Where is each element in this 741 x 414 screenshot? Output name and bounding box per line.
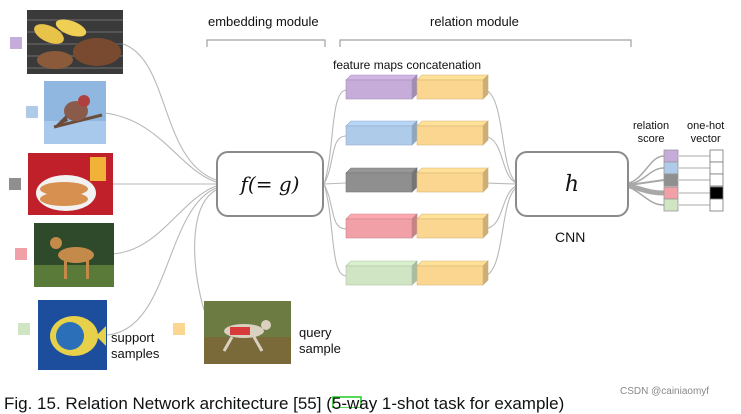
- relation-bracket: [339, 39, 632, 47]
- feature-map-support-food-grill: [345, 74, 418, 100]
- embedding-bracket: [206, 39, 326, 47]
- watermark: CSDN @cainiaomyf: [620, 386, 710, 397]
- feature-map-query-food-grill: [416, 74, 489, 100]
- relation-module-label: relation module: [430, 14, 519, 29]
- relation-score-label: relation score: [633, 120, 670, 145]
- feature-map-support-bird: [345, 120, 418, 146]
- support-image-hotdog: [28, 153, 113, 215]
- support-image-bird: [44, 81, 106, 144]
- support-color-blue: [26, 106, 38, 118]
- one-hot-cell: [709, 161, 724, 175]
- feature-map-support-hotdog: [345, 167, 418, 193]
- feature-map-support-dog: [345, 213, 418, 239]
- support-color-purple: [10, 37, 22, 49]
- support-color-pink: [15, 248, 27, 260]
- one-hot-vector-column: [709, 149, 724, 212]
- support-color-gray: [9, 178, 21, 190]
- feature-map-query-fish: [416, 260, 489, 286]
- embedding-module-label: embedding module: [208, 14, 319, 29]
- support-image-food: [27, 10, 123, 74]
- feature-map-support-fish: [345, 260, 418, 286]
- one-hot-cell: [709, 149, 724, 163]
- support-image-fish: [38, 300, 107, 370]
- relation-cnn-box: h: [515, 151, 629, 217]
- feature-map-query-hotdog: [416, 167, 489, 193]
- figure-caption: Fig. 15. Relation Network architecture […: [4, 394, 565, 413]
- feature-maps-label: feature maps concatenation: [333, 58, 482, 72]
- cnn-label: CNN: [555, 229, 586, 245]
- query-image-dog: [204, 301, 291, 364]
- support-image-dog: [34, 223, 114, 287]
- one-hot-cell: [709, 186, 724, 200]
- one-hot-vector-label: one-hot vector: [687, 120, 725, 145]
- relation-score-column: [663, 149, 679, 212]
- query-color-yellow: [173, 323, 185, 335]
- query-sample-label: query sample: [299, 325, 341, 356]
- f-to-feature-lines: [323, 89, 347, 277]
- embedding-function-box: f(= g): [216, 151, 324, 217]
- feature-map-query-bird: [416, 120, 489, 146]
- feature-to-h-lines: [484, 89, 517, 277]
- feature-map-query-dog: [416, 213, 489, 239]
- citation-highlight: [332, 396, 362, 408]
- score-to-onehot-lines: [679, 155, 710, 206]
- query-to-f-line: [194, 189, 217, 311]
- support-samples-label: support samples: [111, 330, 160, 361]
- support-color-green: [18, 323, 30, 335]
- one-hot-cell: [709, 198, 724, 212]
- one-hot-cell: [709, 173, 724, 187]
- support-to-f-lines: [104, 43, 217, 336]
- relation-function-label: h: [564, 171, 580, 197]
- h-to-score-lines: [628, 155, 665, 206]
- embedding-function-label: f(= g): [240, 172, 300, 196]
